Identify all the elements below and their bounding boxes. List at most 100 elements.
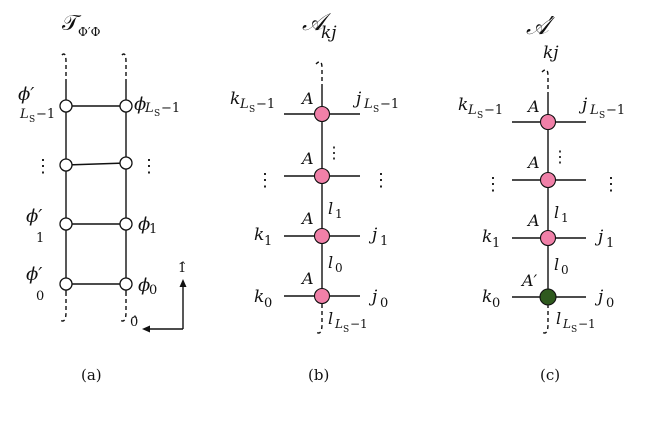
panel-a-right-label: ϕ: [138, 214, 150, 235]
panel-c-site-label: A: [526, 97, 540, 116]
panel-c-bond-label: l: [554, 203, 559, 222]
panel-b-left-label: k: [230, 89, 240, 109]
panel-a-loop-bottom-right: [119, 292, 127, 322]
panel-b-caption: (b): [308, 366, 329, 384]
panel-a-loop-top-right: [120, 53, 127, 83]
panel-c-right-label: j: [594, 227, 604, 247]
panel-c-site: [539, 229, 557, 247]
panel-a-axis-up-label: 1̂: [178, 261, 186, 276]
panel-c-left-label-sub3: −1: [484, 103, 503, 118]
panel-c-left-label: k: [482, 287, 492, 307]
panel-b-loop-top: [315, 61, 323, 88]
panel-b-bond-label-sub: 0: [335, 261, 343, 275]
panel-a-right-label: ϕ: [134, 94, 146, 115]
panel-b-right-label: j: [368, 287, 378, 307]
panel-b-left-label-sub3: −1: [256, 97, 275, 112]
panel-c-bond-label-sub: 1: [561, 211, 569, 225]
panel-a-axis-right-label: 0̂: [130, 315, 138, 330]
panel-a-axis-left-arrowhead: [142, 325, 150, 333]
panel-a-left-label-sub: 0: [36, 289, 44, 304]
panel-b: 𝒜 kj A A A A ⋮ k L S −1 ⋮ k: [230, 8, 399, 384]
panel-b-left-label-sub: 1: [264, 234, 272, 249]
panel-c-bond-label-sub: 0: [561, 263, 569, 277]
panel-a-right-label: ϕ: [138, 275, 150, 296]
panel-c-loop-bottom: [541, 304, 549, 334]
panel-b-bond-label: l: [328, 309, 333, 328]
panel-a-right-label-sub: 0: [149, 283, 157, 298]
panel-a-left-vdots: ⋮: [34, 156, 52, 177]
panel-c-left-vdots: ⋮: [484, 174, 502, 195]
panel-c-site: [539, 171, 557, 189]
panel-a-title: 𝒯: [62, 11, 82, 36]
panel-c-left-label-sub: 1: [492, 236, 500, 251]
panel-c-chain-vdots: ⋮: [552, 147, 568, 166]
panel-c-caption: (c): [540, 366, 560, 384]
panel-a-node: [59, 277, 73, 291]
panel-a-loop-top-left: [60, 53, 67, 83]
panel-b-bond-label: l: [328, 199, 333, 218]
panel-a-left-label: ϕ′: [18, 84, 34, 105]
panel-a-node: [119, 277, 133, 291]
panel-b-right-label-sub: L: [363, 97, 373, 112]
panel-a-right-label-sub: 1: [149, 222, 157, 237]
panel-b-loop-bottom: [315, 304, 323, 334]
panel-b-bond-label-sub: L: [334, 317, 343, 331]
panel-b-left-label-sub2: S: [249, 105, 255, 115]
panel-c-special-site: [539, 288, 557, 306]
panel-c-bond-label-sub: L: [562, 317, 571, 331]
panel-b-site: [313, 287, 331, 305]
panel-c-left-label-sub2: S: [477, 111, 483, 121]
panel-b-left-label-sub: L: [239, 97, 249, 112]
panel-c-site: [539, 113, 557, 131]
panel-a-left-label-sub3: −1: [36, 107, 55, 122]
panel-b-left-label: k: [254, 287, 264, 307]
panel-b-right-label-sub2: S: [373, 105, 379, 115]
panel-c-bond-label: l: [556, 309, 561, 328]
panel-c-title: 𝒜′: [526, 12, 556, 40]
panel-a-left-label-sub2: S: [29, 115, 35, 125]
panel-b-right-label-sub: 1: [380, 234, 388, 249]
panel-a-axis-up-arrowhead: [179, 279, 187, 287]
panel-a-node: [119, 99, 133, 113]
panel-c: 𝒜′ kj A A A A′ ⋮ k L S −1 ⋮ k 1 k 0 j: [458, 12, 625, 384]
panel-b-chain-vdots: ⋮: [326, 143, 342, 162]
panel-a-caption: (a): [81, 366, 102, 384]
panel-c-site-label: A: [526, 153, 540, 172]
panel-c-title-sub: kj: [543, 43, 559, 63]
panel-a-node: [59, 99, 73, 113]
panel-b-left-vdots: ⋮: [256, 170, 274, 191]
panel-b-bond-label: l: [328, 253, 333, 272]
panel-a: 𝒯 Φ′Φ ϕ′ L S −1 ⋮: [18, 11, 187, 384]
panel-a-right-label-sub2: S: [154, 109, 160, 119]
panel-b-site: [313, 227, 331, 245]
panel-c-left-label-sub: L: [467, 103, 477, 118]
panel-c-site-label: A: [526, 211, 540, 230]
panel-a-rung: [65, 162, 127, 166]
panel-a-title-sub: Φ′Φ: [78, 25, 101, 39]
panel-c-right-label-sub: 0: [606, 296, 614, 311]
panel-a-left-label: ϕ′: [26, 264, 42, 285]
panel-b-right-label: j: [368, 225, 378, 245]
panel-c-left-label: k: [482, 227, 492, 247]
panel-c-left-label: k: [458, 95, 468, 115]
panel-c-right-vdots: ⋮: [602, 174, 620, 195]
panel-b-site-label: A: [300, 269, 314, 288]
panel-c-right-label: j: [578, 95, 588, 115]
panel-b-right-vdots: ⋮: [372, 170, 390, 191]
panel-a-right-vdots: ⋮: [140, 156, 158, 177]
panel-c-bond-label-sub3: −1: [578, 317, 596, 331]
panel-c-left-label-sub: 0: [492, 296, 500, 311]
panel-c-special-site-label: A′: [520, 271, 538, 290]
panel-b-right-label-sub: 0: [380, 296, 388, 311]
panel-b-title-sub: kj: [321, 23, 337, 43]
panel-b-bond-label-sub3: −1: [350, 317, 368, 331]
panel-b-right-label: j: [352, 89, 362, 109]
panel-a-node: [119, 156, 133, 170]
panel-c-right-label-sub2: S: [599, 111, 605, 121]
panel-a-left-label: ϕ′: [26, 206, 42, 227]
panel-a-right-label-sub: L: [144, 101, 154, 116]
panel-a-left-label-sub: L: [19, 107, 29, 122]
panel-b-site-label: A: [300, 89, 314, 108]
panel-a-node: [59, 158, 73, 172]
